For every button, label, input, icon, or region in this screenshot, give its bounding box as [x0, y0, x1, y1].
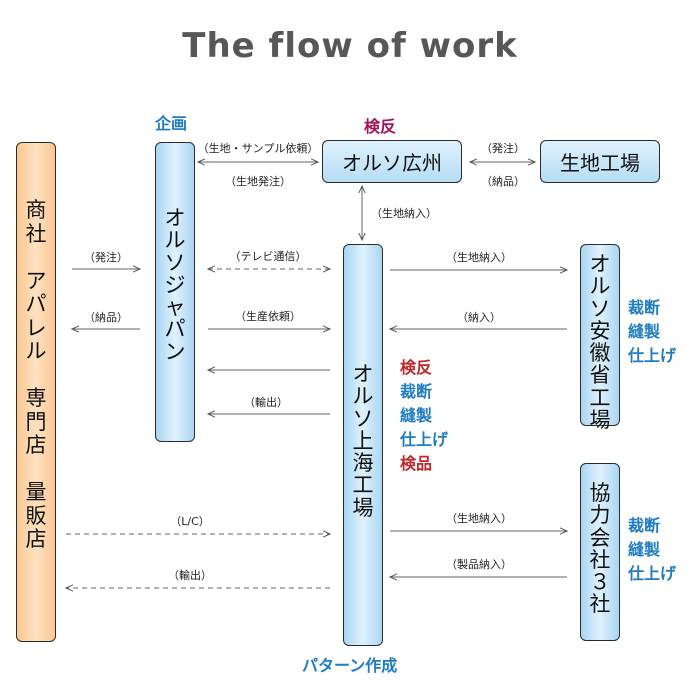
partners-char: 社 [589, 592, 611, 617]
orso-shanghai-box: オルソ上海工場 [343, 244, 383, 646]
orso-anhui-label: オルソ安徽省工場 [581, 253, 619, 431]
label-left-delivery: （納品） [84, 311, 128, 324]
anhui-char: オ [589, 252, 611, 276]
label-fabric-order: （生地発注） [225, 175, 291, 188]
label-fabric-delivery-gz: （生地納入） [371, 207, 437, 220]
trading-companies-label: 商社 アパレル 専門店 量販店 [17, 198, 55, 552]
anhui-char: 安 [589, 318, 611, 343]
orso-guangzhou-label: オルソ広州 [342, 151, 442, 175]
left-char: 量 [25, 480, 47, 505]
trading-companies-box: 商社 アパレル 専門店 量販店 [16, 142, 56, 642]
fabric-factory-box: 生地工場 [540, 140, 660, 183]
label-product-delivery: （製品納入） [446, 558, 512, 571]
anhui-char: ソ [589, 296, 611, 321]
partners-char: 協 [589, 481, 611, 505]
left-char: 社 [25, 221, 47, 246]
left-char: 店 [25, 433, 47, 458]
left-char: 販 [25, 503, 47, 528]
japan-char: ャ [164, 295, 186, 319]
partners-char: 力 [589, 503, 611, 528]
task-anhui-cutting: 裁断 [628, 298, 661, 317]
shanghai-char: 場 [352, 495, 374, 520]
japan-char: パ [164, 317, 186, 342]
partner-tasks: 裁断 縫製 仕上げ [628, 514, 676, 586]
page-title: The flow of work [182, 26, 518, 66]
anhui-char: ル [589, 274, 611, 299]
shanghai-char: オ [352, 362, 374, 386]
label-order-gz: （発注） [481, 142, 525, 155]
left-char: パ [25, 292, 47, 317]
orso-guangzhou-box: オルソ広州 [322, 140, 462, 183]
left-char: ア [25, 268, 47, 293]
shanghai-char: ル [352, 384, 374, 409]
task-partner-sewing: 縫製 [628, 540, 661, 559]
label-lc: （L/C） [170, 515, 210, 528]
label-export-sh: （輸出） [244, 396, 288, 409]
partners-char: 社 [589, 547, 611, 572]
orso-shanghai-label: オルソ上海工場 [344, 363, 382, 519]
shanghai-tasks: 検反 裁断 縫製 仕上げ 検品 [400, 356, 448, 476]
header-inspection: 検反 [364, 117, 397, 136]
shanghai-char: 海 [352, 451, 374, 475]
japan-char: オ [164, 206, 186, 230]
left-char: ル [25, 339, 47, 364]
anhui-tasks: 裁断 縫製 仕上げ [628, 296, 676, 368]
left-char: 商 [25, 198, 47, 222]
label-fabric-delivery-anhui: （生地納入） [446, 251, 512, 264]
task-shanghai-inspect-fabric: 検反 [400, 358, 433, 377]
task-shanghai-inspection: 検品 [400, 454, 433, 473]
left-char [17, 246, 55, 270]
japan-char: ジ [164, 272, 186, 297]
label-production-request: （生産依頼） [235, 310, 301, 323]
task-partner-finishing: 仕上げ [628, 564, 677, 583]
label-delivery-anhui: （納入） [457, 311, 501, 324]
label-left-order: （発注） [84, 251, 128, 264]
left-char: 店 [25, 527, 47, 552]
shanghai-char: 工 [352, 473, 374, 498]
task-shanghai-sewing: 縫製 [400, 406, 433, 425]
left-char: 専 [25, 386, 47, 411]
japan-char: ソ [164, 250, 186, 275]
label-delivery-gz: （納品） [481, 175, 525, 188]
orso-japan-box: オルソジャパン [155, 142, 195, 442]
label-tv-call: （テレビ通信） [229, 250, 307, 263]
label-fabric-delivery-partners: （生地納入） [446, 512, 512, 525]
label-export-long: （輸出） [168, 569, 212, 582]
left-char: レ [25, 315, 47, 340]
orso-anhui-box: オルソ安徽省工場 [580, 244, 620, 431]
anhui-char: 場 [589, 407, 611, 432]
task-shanghai-cutting: 裁断 [400, 382, 433, 401]
task-partner-cutting: 裁断 [628, 516, 661, 535]
task-shanghai-finishing: 仕上げ [400, 430, 449, 449]
partners-char: 会 [589, 525, 611, 550]
japan-char: ン [164, 339, 186, 364]
fabric-factory-label: 生地工場 [560, 151, 640, 175]
shanghai-char: 上 [352, 428, 374, 453]
shanghai-char: ソ [352, 406, 374, 431]
orso-japan-label: オルソジャパン [156, 207, 194, 363]
anhui-char: 省 [589, 363, 611, 388]
left-char: 門 [25, 409, 47, 434]
label-fabric-sample-request: （生地・サンプル依頼） [197, 142, 319, 155]
header-pattern: パターン作成 [302, 656, 398, 675]
partners-char: ３ [589, 570, 611, 594]
left-char [17, 458, 55, 482]
anhui-char: 工 [589, 385, 611, 410]
left-char [17, 364, 55, 388]
header-planning: 企画 [155, 114, 188, 133]
anhui-char: 徽 [589, 341, 611, 365]
task-anhui-finishing: 仕上げ [628, 346, 677, 365]
task-anhui-sewing: 縫製 [628, 322, 661, 341]
japan-char: ル [164, 228, 186, 253]
